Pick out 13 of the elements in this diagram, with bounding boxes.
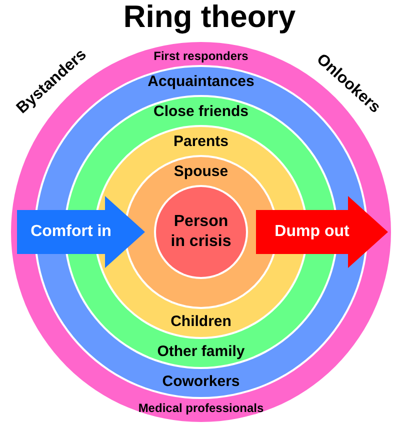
- ring-label: Spouse: [174, 163, 228, 180]
- ring-label: Other family: [157, 343, 245, 360]
- arrow-label: Comfort in: [30, 223, 112, 240]
- ring-label: Parents: [173, 133, 229, 150]
- ring-label: First responders: [154, 49, 248, 63]
- arrow-label: Dump out: [274, 223, 350, 240]
- ring-label: Medical professionals: [138, 401, 264, 415]
- ring-label: Coworkers: [162, 373, 240, 390]
- title: Ring theory: [122, 0, 297, 34]
- ring-label: Acquaintances: [148, 73, 254, 90]
- ring-label: Person in crisis: [170, 212, 232, 252]
- ring-label: Close friends: [153, 103, 249, 120]
- ring-label: Children: [170, 313, 232, 330]
